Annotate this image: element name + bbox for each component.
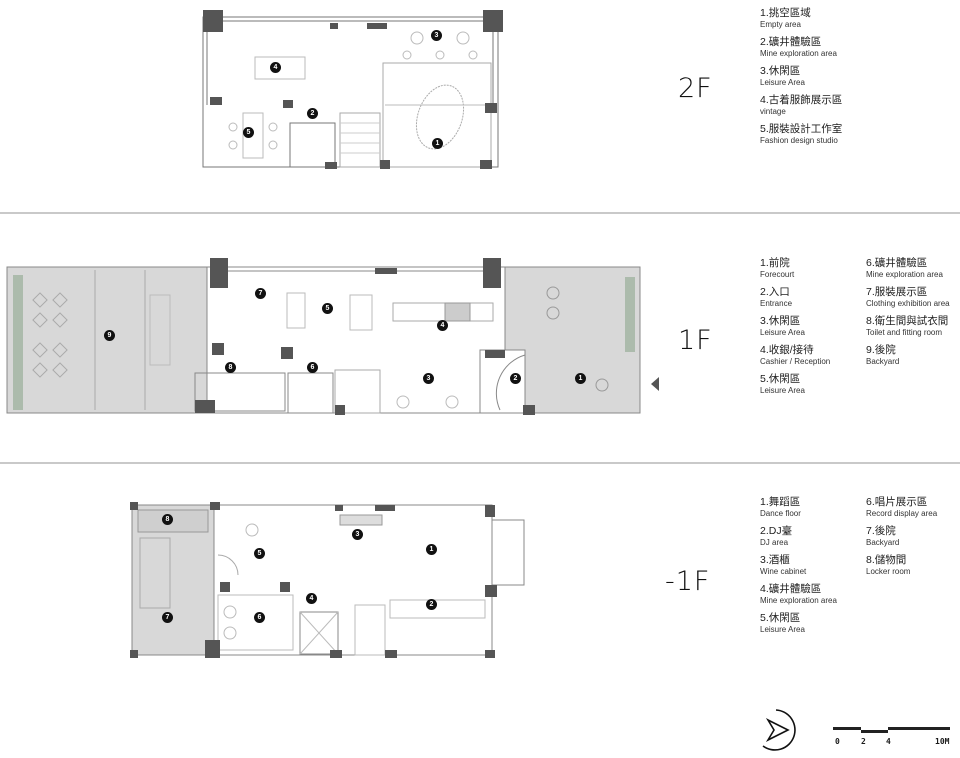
marker-b1-8: 8 <box>162 514 173 525</box>
floor-divider <box>0 212 960 214</box>
marker-b1-1: 1 <box>426 544 437 555</box>
marker-b1-7: 7 <box>162 612 173 623</box>
marker-1f-3: 3 <box>423 373 434 384</box>
marker-b1-6: 6 <box>254 612 265 623</box>
floor-label-b1: -1F <box>665 566 711 597</box>
floor-plan-2f-drawing <box>202 10 503 169</box>
scale-bar: 0 2 4 10M <box>833 722 955 752</box>
floor-plan-b1-drawing <box>130 502 525 658</box>
entrance-arrow-icon <box>651 377 659 391</box>
marker-1f-9: 9 <box>104 330 115 341</box>
marker-2f-2: 2 <box>307 108 318 119</box>
marker-1f-2: 2 <box>510 373 521 384</box>
marker-b1-4: 4 <box>306 593 317 604</box>
floor-plan-b1: 1 2 3 4 5 6 7 8 <box>130 500 525 660</box>
marker-1f-8: 8 <box>225 362 236 373</box>
marker-b1-2: 2 <box>426 599 437 610</box>
scale-tick-0: 0 <box>835 737 840 746</box>
floor-plan-2f: 1 2 3 4 5 <box>195 5 505 173</box>
floor-plan-1f: 1 2 3 4 5 6 7 8 9 <box>5 255 645 417</box>
scale-tick-4: 4 <box>886 737 891 746</box>
marker-2f-4: 4 <box>270 62 281 73</box>
marker-1f-6: 6 <box>307 362 318 373</box>
scale-tick-10m: 10M <box>935 737 950 746</box>
floor-label-1f: 1F <box>678 325 713 356</box>
marker-2f-1: 1 <box>432 138 443 149</box>
marker-b1-3: 3 <box>352 529 363 540</box>
floor-plan-1f-drawing <box>6 258 641 415</box>
north-arrow-icon <box>753 707 799 753</box>
floor-divider <box>0 462 960 464</box>
marker-1f-7: 7 <box>255 288 266 299</box>
marker-2f-3: 3 <box>431 30 442 41</box>
marker-2f-5: 5 <box>243 127 254 138</box>
marker-1f-4: 4 <box>437 320 448 331</box>
marker-b1-5: 5 <box>254 548 265 559</box>
floor-label-2f: 2F <box>678 73 713 104</box>
scale-tick-2: 2 <box>861 737 866 746</box>
marker-1f-5: 5 <box>322 303 333 314</box>
marker-1f-1: 1 <box>575 373 586 384</box>
